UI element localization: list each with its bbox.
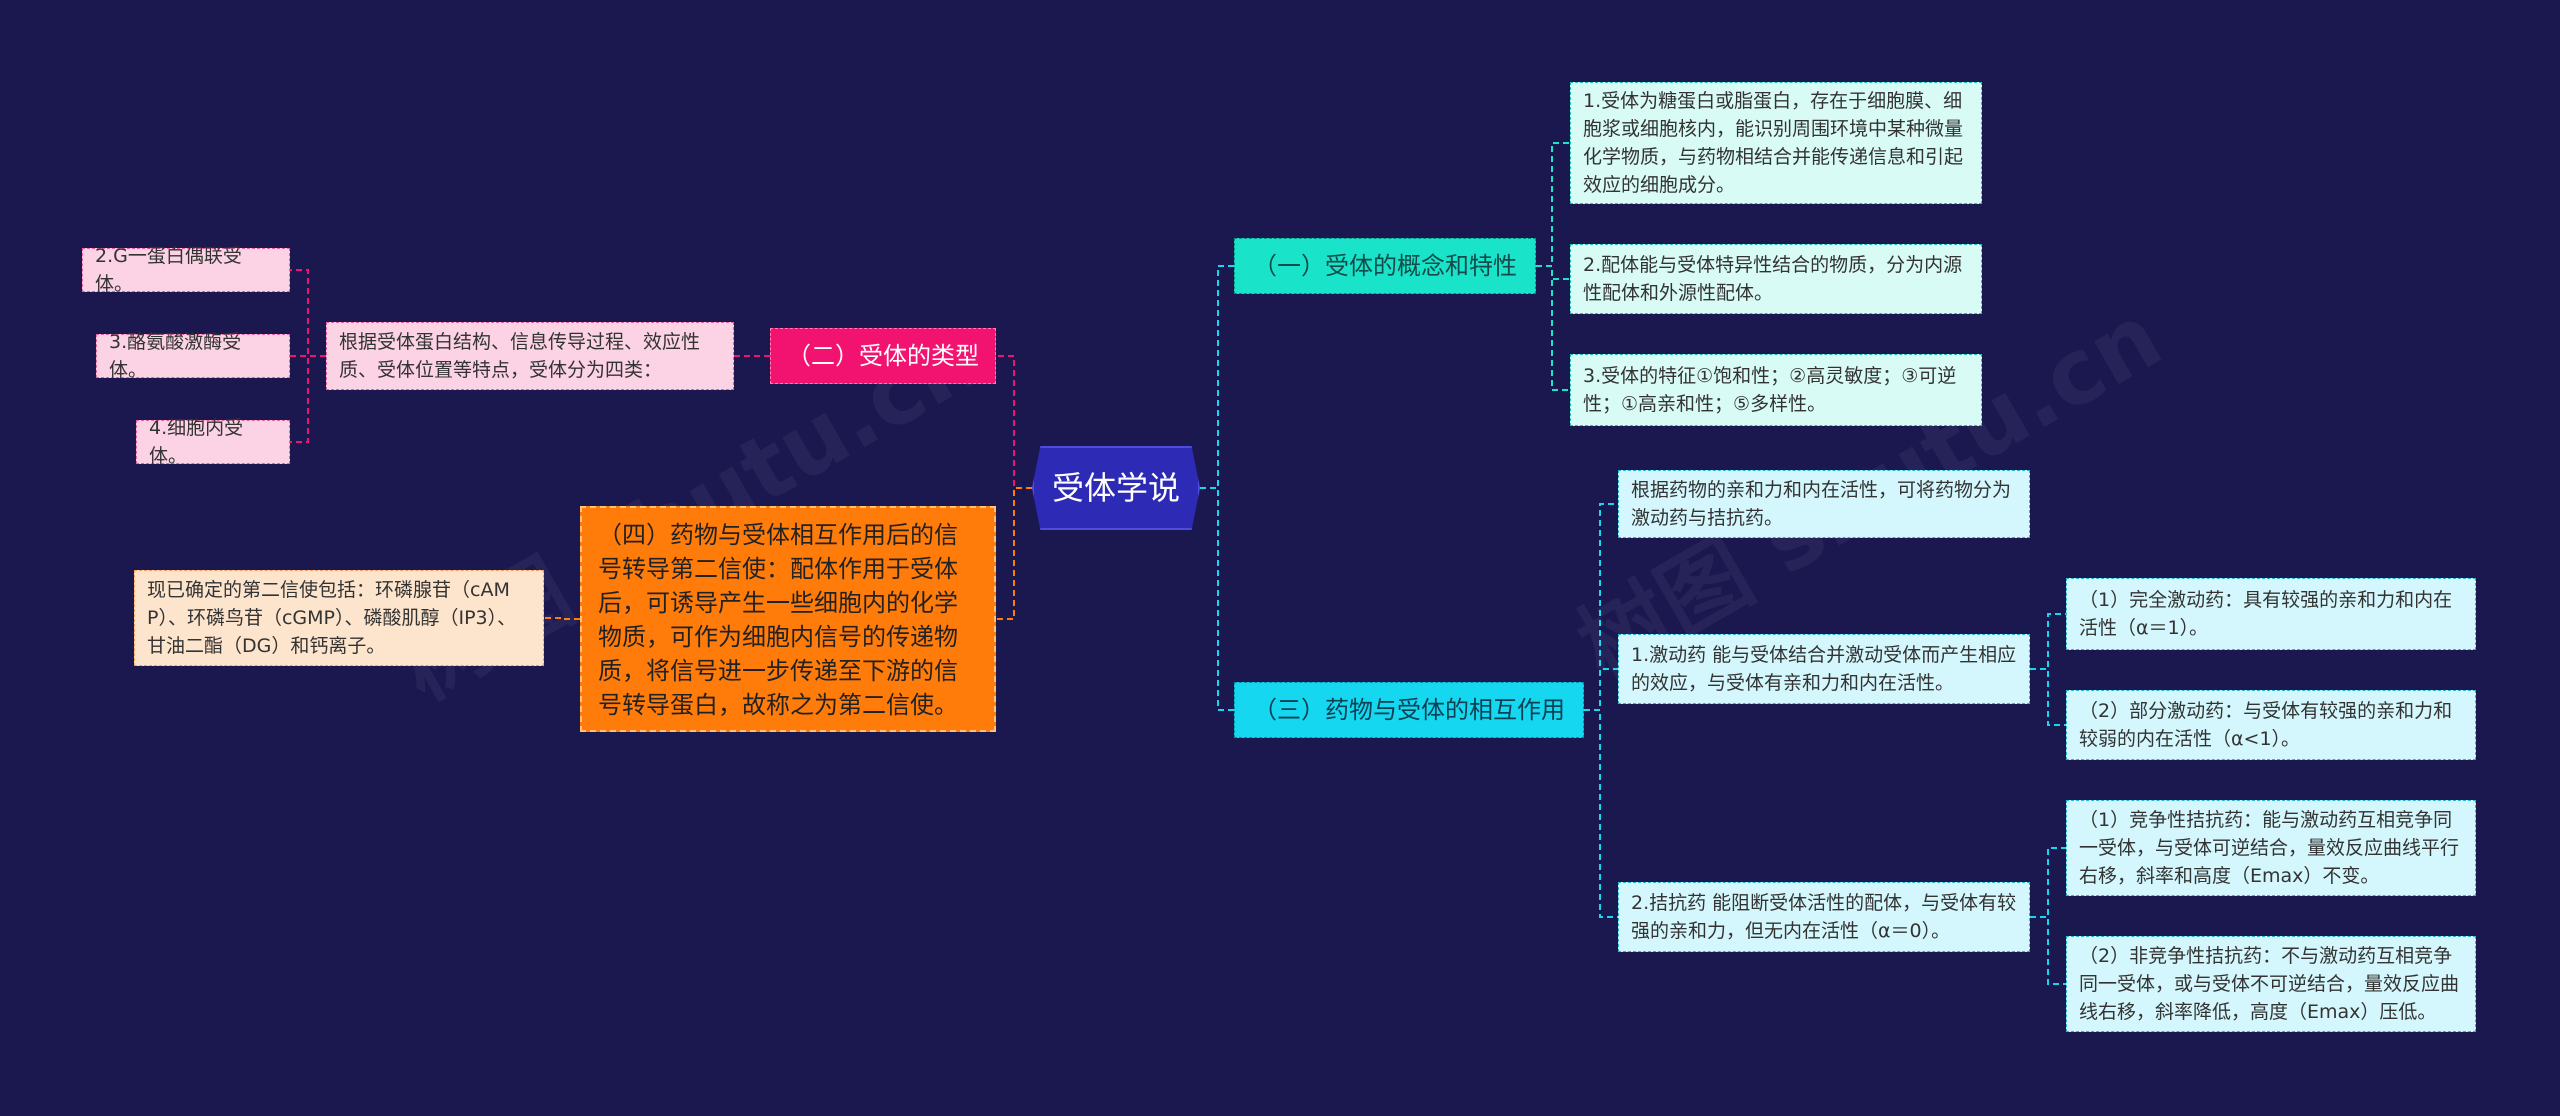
branch-types[interactable]: （二）受体的类型 [770, 328, 996, 384]
antagonist-item-2[interactable]: （2）非竞争性拮抗药：不与激动药互相竞争同一受体，或与受体不可逆结合，量效反应曲… [2066, 936, 2476, 1032]
types-item-3[interactable]: 4.细胞内受体。 [136, 417, 290, 467]
connector-line [1200, 265, 1234, 489]
connector-line [290, 269, 326, 357]
antagonist-node[interactable]: 2.拮抗药 能阻断受体活性的配体，与受体有较强的亲和力，但无内在活性（α＝0）。 [1618, 882, 2030, 952]
connector-line [1536, 142, 1570, 267]
agonist-item-1[interactable]: （1）完全激动药：具有较强的亲和力和内在活性（α＝1）。 [2066, 578, 2476, 650]
second-messenger-item[interactable]: 现已确定的第二信使包括：环磷腺苷（cAMP）、环磷鸟苷（cGMP）、磷酸肌醇（I… [134, 570, 544, 666]
types-intro[interactable]: 根据受体蛋白结构、信息传导过程、效应性质、受体位置等特点，受体分为四类： [326, 322, 734, 390]
connector-line [2030, 668, 2066, 726]
types-item-2[interactable]: 3.酪氨酸激酶受体。 [96, 331, 290, 381]
connector-line [2030, 613, 2066, 670]
central-topic[interactable]: 受体学说 [1032, 446, 1200, 530]
concept-item-1[interactable]: 1.受体为糖蛋白或脂蛋白，存在于细胞膜、细胞浆或细胞核内，能识别周围环境中某种微… [1570, 82, 1982, 204]
connector-line [1584, 668, 1618, 711]
agonist-node[interactable]: 1.激动药 能与受体结合并激动受体而产生相应的效应，与受体有亲和力和内在活性。 [1618, 634, 2030, 704]
connector-line [1200, 487, 1234, 711]
branch-concept[interactable]: （一）受体的概念和特性 [1234, 238, 1536, 294]
connector-line [2030, 847, 2066, 918]
connector-line [2030, 916, 2066, 985]
branch-interaction[interactable]: （三）药物与受体的相互作用 [1234, 682, 1584, 738]
types-item-1[interactable]: 2.G一蛋白偶联受体。 [82, 245, 290, 295]
connector-line [996, 355, 1032, 489]
concept-item-3[interactable]: 3.受体的特征①饱和性；②高灵敏度；③可逆性；①高亲和性；⑤多样性。 [1570, 354, 1982, 426]
connector-line [544, 617, 580, 620]
agonist-item-2[interactable]: （2）部分激动药：与受体有较强的亲和力和较弱的内在活性（α<1）。 [2066, 690, 2476, 760]
interaction-intro[interactable]: 根据药物的亲和力和内在活性，可将药物分为激动药与拮抗药。 [1618, 470, 2030, 538]
connector-line [290, 355, 326, 443]
connector-line [1584, 503, 1618, 711]
concept-item-2[interactable]: 2.配体能与受体特异性结合的物质，分为内源性配体和外源性配体。 [1570, 244, 1982, 314]
branch-second-messenger[interactable]: （四）药物与受体相互作用后的信号转导第二信使：配体作用于受体后，可诱导产生一些细… [580, 506, 996, 732]
connector-line [1536, 265, 1570, 391]
connector-line [996, 487, 1032, 620]
connector-line [1584, 709, 1618, 918]
antagonist-item-1[interactable]: （1）竞争性拮抗药：能与激动药互相竞争同一受体，与受体可逆结合，量效反应曲线平行… [2066, 800, 2476, 896]
